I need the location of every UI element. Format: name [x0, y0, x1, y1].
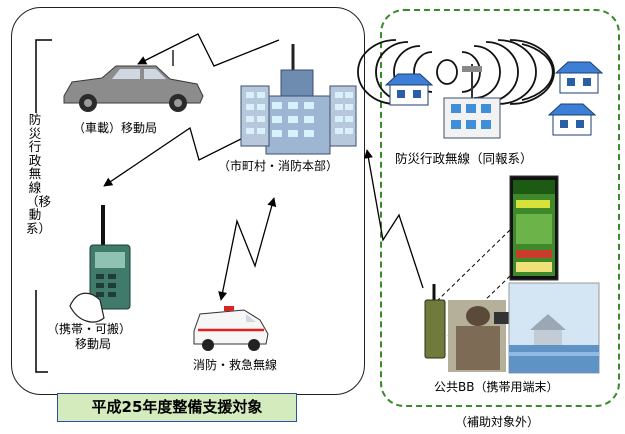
ambulance-icon [193, 306, 269, 351]
house-icon [554, 61, 604, 94]
link-hq-public-bb [363, 149, 424, 289]
house-icon [384, 73, 434, 106]
public-bb-label: 公共BB（携帯用端末） [434, 380, 559, 394]
link-hq-portable [103, 126, 256, 187]
link-hq-vehicle [137, 33, 280, 67]
flood-photo-icon [508, 282, 600, 374]
link-hq-ambulance [218, 197, 277, 301]
portable-radio-icon [69, 205, 131, 323]
phone-screen-icon [509, 175, 559, 281]
title-bracket [35, 39, 52, 373]
out-of-scope-label: （補助対象外） [455, 415, 540, 429]
house-icon [547, 103, 597, 136]
portable-station-label-line1: （携帯・可搬） [47, 322, 132, 336]
ambulance-label: 消防・救急無線 [193, 358, 278, 372]
vehicle-station-label: （車載）移動局 [73, 121, 158, 135]
broadcast-station-icon [443, 97, 501, 139]
hq-label: （市町村・消防本部） [218, 159, 339, 173]
broadcast-system-label: 防災行政無線（同報系） [395, 151, 533, 166]
loudspeaker-antenna-icon [462, 64, 482, 98]
out-of-scope-panel [380, 9, 620, 407]
mobile-system-vertical-title: 防災行政無線（移動系） [26, 112, 52, 236]
car-icon [63, 50, 204, 112]
hq-building-icon [240, 44, 357, 155]
support-target-banner: 平成25年度整備支援対象 [57, 393, 297, 422]
portable-station-label-line2: 移動局 [75, 337, 112, 351]
field-operator-icon [424, 284, 512, 372]
radio-waves-icon [357, 39, 555, 105]
